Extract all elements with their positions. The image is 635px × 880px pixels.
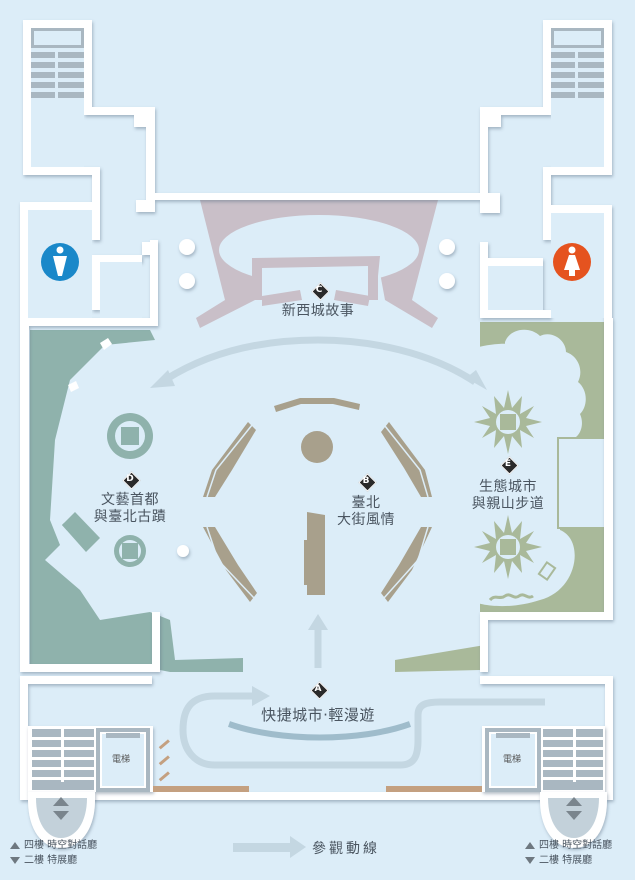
triangle-down-icon xyxy=(525,856,535,864)
stairs-bottom-right xyxy=(482,726,607,848)
zone-e-label-line1: 生態城市 xyxy=(479,479,537,495)
stairs-top-right xyxy=(551,28,604,98)
columns xyxy=(177,239,455,557)
entrance-doors xyxy=(153,739,482,792)
legend-left: 四樓 時空對話廳 二樓 特展廳 xyxy=(10,838,97,868)
stairs-bottom-left xyxy=(28,726,153,848)
legend-right-down: 二樓 特展廳 xyxy=(525,853,612,868)
stairs-top-left xyxy=(31,28,84,98)
zone-a-label[interactable]: 快捷城市·輕漫遊 xyxy=(261,706,375,724)
zone-b-exhibits xyxy=(203,398,432,602)
zone-d-label[interactable]: 文藝首都 與臺北古蹟 xyxy=(80,492,180,526)
zone-b-label-line2: 大街風情 xyxy=(337,512,395,528)
walls xyxy=(20,20,613,800)
visitor-route xyxy=(163,336,545,769)
legend-right-up: 四樓 時空對話廳 xyxy=(525,838,612,853)
male-restroom-icon xyxy=(41,243,79,281)
female-restroom-icon xyxy=(553,243,591,281)
elevator-left-label: 電梯 xyxy=(112,755,131,765)
zone-a-marker[interactable]: A xyxy=(309,680,329,700)
legend-right: 四樓 時空對話廳 二樓 特展廳 xyxy=(525,838,612,868)
zone-b-label[interactable]: 臺北 大街風情 xyxy=(326,495,406,529)
zone-d-pedestals xyxy=(107,413,153,567)
zone-d-label-line2: 與臺北古蹟 xyxy=(93,509,167,525)
zone-e-sun-exhibits xyxy=(474,390,542,579)
zone-e-marker[interactable]: E xyxy=(499,455,519,475)
zone-a-curve xyxy=(228,721,412,741)
route-legend-arrow xyxy=(233,836,306,858)
legend-left-down: 二樓 特展廳 xyxy=(10,853,97,868)
legend-left-up: 四樓 時空對話廳 xyxy=(10,838,97,853)
zone-b-label-line1: 臺北 xyxy=(351,495,381,511)
zone-e-label-line2: 與親山步道 xyxy=(471,496,545,512)
elevator-right-label: 電梯 xyxy=(503,755,522,765)
route-legend-label: 參觀動線 xyxy=(312,841,380,857)
zone-e-label[interactable]: 生態城市 與親山步道 xyxy=(458,479,558,513)
zone-d-label-line1: 文藝首都 xyxy=(101,492,159,508)
triangle-up-icon xyxy=(10,841,20,849)
zone-c-marker[interactable]: C xyxy=(310,281,330,301)
zone-b-marker[interactable]: B xyxy=(357,472,377,492)
triangle-up-icon xyxy=(525,841,535,849)
triangle-down-icon xyxy=(10,856,20,864)
zone-d-marker[interactable]: D xyxy=(121,470,141,490)
zone-c-label[interactable]: 新西城故事 xyxy=(281,303,355,319)
zone-c-area xyxy=(196,200,438,328)
